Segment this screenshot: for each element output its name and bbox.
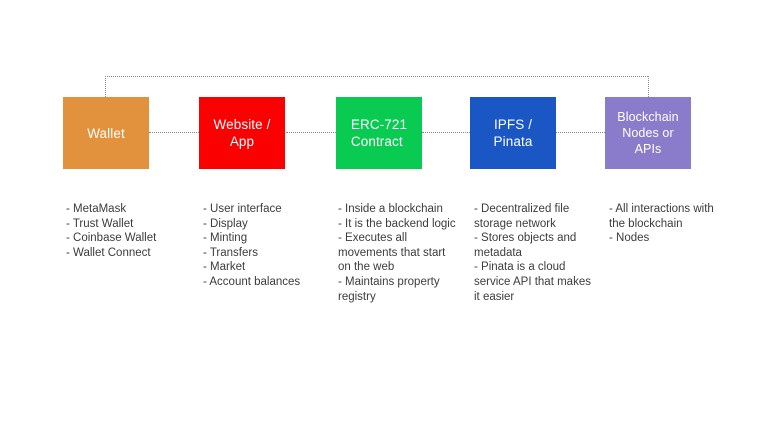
details-website-app: - User interface - Display - Minting - T… xyxy=(203,203,301,288)
node-wallet[interactable]: Wallet xyxy=(63,97,149,169)
node-erc-721-contract-label: ERC-721 Contract xyxy=(350,117,408,149)
node-blockchain-nodes-apis-label: Blockchain Nodes or APIs xyxy=(617,110,679,156)
connector-top-to-blockchain xyxy=(648,76,649,97)
node-wallet-label: Wallet xyxy=(87,125,125,141)
node-erc-721-contract[interactable]: ERC-721 Contract xyxy=(336,97,422,169)
node-blockchain-nodes-apis[interactable]: Blockchain Nodes or APIs xyxy=(605,97,691,169)
connector-wallet-to-top xyxy=(105,76,106,97)
connector-contract-to-ipfs xyxy=(422,132,470,133)
connector-ipfs-to-blockchain xyxy=(556,132,605,133)
connector-website-to-contract xyxy=(286,132,336,133)
details-erc-721-contract: - Inside a blockchain - It is the backen… xyxy=(338,203,456,303)
connector-top-bracket xyxy=(105,76,648,77)
node-ipfs-pinata-label: IPFS / Pinata xyxy=(493,117,533,149)
details-wallet: - MetaMask - Trust Wallet - Coinbase Wal… xyxy=(66,203,157,259)
node-website-app-label: Website / App xyxy=(213,117,271,149)
node-website-app[interactable]: Website / App xyxy=(199,97,285,169)
details-blockchain-nodes-apis: - All interactions with the blockchain -… xyxy=(609,203,714,245)
details-ipfs-pinata: - Decentralized file storage network - S… xyxy=(474,203,591,303)
connector-wallet-to-website xyxy=(149,132,199,133)
node-ipfs-pinata[interactable]: IPFS / Pinata xyxy=(470,97,556,169)
